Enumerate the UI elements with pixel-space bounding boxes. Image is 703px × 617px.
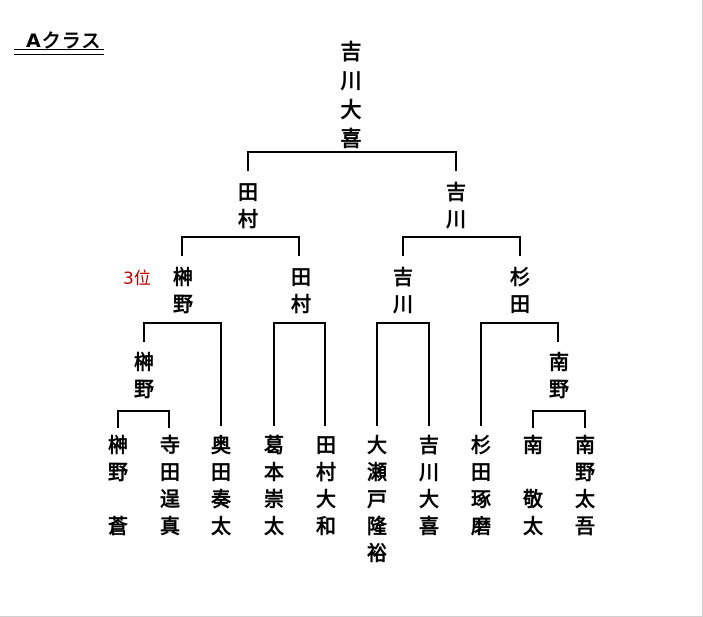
bracket-line <box>298 236 300 256</box>
bracket-line <box>519 236 521 256</box>
bracket-line <box>532 410 585 412</box>
bracket-line <box>428 322 430 426</box>
player-name: 吉 川 大 喜 <box>419 433 439 538</box>
bracket-line <box>117 410 119 428</box>
bracket-line <box>247 151 249 171</box>
player-name: 榊 野 蒼 <box>108 433 128 538</box>
bracket-line <box>143 322 145 342</box>
class-title: Aクラス <box>26 30 102 52</box>
quarterfinal-winner-minamino: 南 野 <box>549 350 569 401</box>
bracket-line <box>168 410 170 428</box>
bracket-line <box>117 410 169 412</box>
bracket-line <box>181 236 183 256</box>
bracket-line <box>273 322 275 426</box>
bracket-line <box>273 322 325 324</box>
bracket-line <box>220 322 222 426</box>
player-name: 杉 田 琢 磨 <box>471 433 491 538</box>
final-left-winner: 田 村 <box>238 180 258 231</box>
player-name: 南 敬 太 <box>523 433 543 538</box>
player-name: 田 村 大 和 <box>316 433 336 538</box>
bracket-line <box>480 322 558 324</box>
semifinal-winner-sugita: 杉 田 <box>510 265 530 316</box>
bracket-line <box>376 322 429 324</box>
bracket-line <box>324 322 326 426</box>
bracket-line <box>376 322 378 426</box>
semifinal-winner-tamura: 田 村 <box>291 265 311 316</box>
semifinal-winner-yoshikawa: 吉 川 <box>393 265 413 316</box>
quarterfinal-winner-sakakino: 榊 野 <box>134 350 154 401</box>
bracket-line <box>557 322 559 342</box>
bracket-line <box>532 410 534 428</box>
semifinal-winner-sakakino: 榊 野 <box>173 265 193 316</box>
player-name: 寺 田 逞 真 <box>160 433 180 538</box>
player-name: 奥 田 奏 太 <box>211 433 231 538</box>
bracket-line <box>584 410 586 428</box>
bracket-line <box>402 236 520 238</box>
player-name: 南 野 太 吾 <box>575 433 595 538</box>
title-underline <box>14 49 104 55</box>
player-name: 大 瀬 戸 隆 裕 <box>367 433 387 565</box>
bracket-line <box>247 151 456 153</box>
champion-name: 吉 川 大 喜 <box>340 40 362 151</box>
bracket-line <box>181 236 299 238</box>
bracket-line <box>402 236 404 256</box>
third-place-label: 3位 <box>123 269 151 289</box>
bracket-line <box>480 322 482 426</box>
final-right-winner: 吉 川 <box>446 180 466 231</box>
bracket-line <box>143 322 221 324</box>
bracket-line <box>455 151 457 171</box>
player-name: 葛 本 崇 太 <box>264 433 284 538</box>
